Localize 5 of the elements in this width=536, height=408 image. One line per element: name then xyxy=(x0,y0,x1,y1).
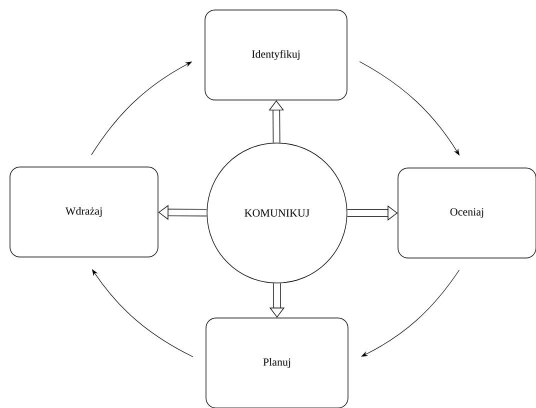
process-box: Planuj xyxy=(206,318,348,408)
process-box: Identyfikuj xyxy=(204,10,348,100)
circle-node: KOMUNIKUJ xyxy=(206,142,348,284)
process-box: Oceniaj xyxy=(398,168,536,258)
process-box: Wdrażaj xyxy=(10,166,158,258)
